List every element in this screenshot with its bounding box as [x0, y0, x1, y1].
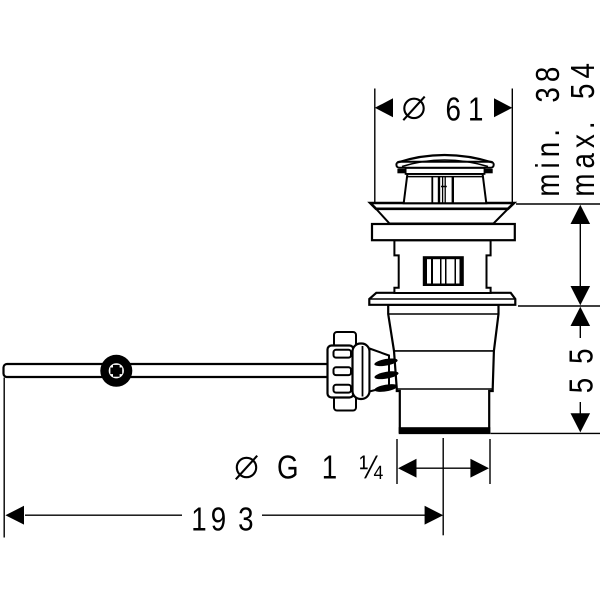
svg-text:193: 193 — [191, 501, 253, 538]
svg-text:min.38: min.38 — [530, 67, 567, 197]
svg-text:max.54: max.54 — [565, 63, 600, 197]
svg-text:G1¼: G1¼ — [277, 449, 383, 486]
